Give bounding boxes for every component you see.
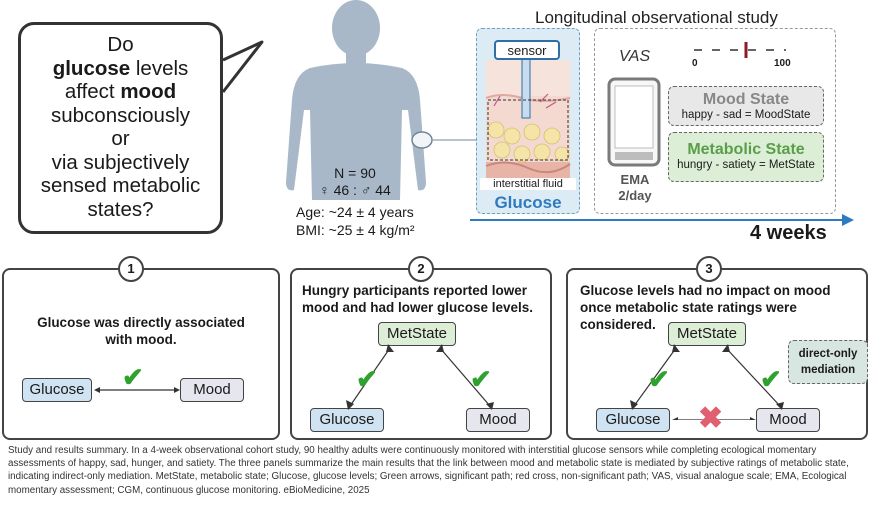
- panel-3-number: 3: [696, 256, 722, 282]
- panel-1-glucose-node: Glucose: [22, 378, 92, 402]
- question-bubble: Do glucose levels affect mood subconscio…: [18, 22, 223, 234]
- panel-3-metstate-node: MetState: [668, 322, 746, 346]
- question-line-7: sensed metabolic: [40, 174, 201, 197]
- metabolic-state-formula: hungry - satiety = MetState: [677, 159, 815, 171]
- ema-label: EMA 2/day: [610, 172, 660, 204]
- check-icon: ✔: [122, 362, 144, 392]
- question-line-1: Do: [107, 33, 134, 56]
- result-panel-1: [2, 268, 280, 440]
- question-line-5: or: [111, 127, 130, 150]
- question-line-3: affect mood: [21, 80, 220, 104]
- sensor-patch-icon: [411, 131, 476, 149]
- mood-state-title: Mood State: [702, 91, 790, 108]
- panel-2-metstate-node: MetState: [378, 322, 456, 346]
- timeline-arrow-icon: [470, 214, 854, 226]
- cohort-age: Age: ~24 ± 4 years: [296, 204, 414, 220]
- question-line-2: glucose levels: [21, 57, 220, 81]
- check-icon: ✔: [648, 364, 670, 394]
- question-glucose-bold: glucose: [52, 56, 131, 80]
- question-line-6: via subjectively: [51, 150, 190, 174]
- panel-2-glucose-node: Glucose: [310, 408, 384, 432]
- person-silhouette-icon: [286, 0, 426, 200]
- metabolic-state-title: Metabolic State: [687, 141, 805, 158]
- panel-1-text: Glucose was directly associated with moo…: [37, 315, 245, 347]
- panel-2-text: Hungry participants reported lower mood …: [302, 283, 534, 315]
- panel-3-mood-node: Mood: [756, 408, 820, 432]
- panel-2-number: 2: [408, 256, 434, 282]
- panel-1-number: 1: [118, 256, 144, 282]
- study-duration: 4 weeks: [750, 222, 827, 244]
- mood-state-box: Mood State happy - sad = MoodState: [668, 86, 824, 126]
- sensor-label: sensor: [494, 40, 560, 60]
- mood-state-formula: happy - sad = MoodState: [681, 109, 811, 121]
- cross-icon: ✖: [698, 402, 724, 435]
- metabolic-state-box: Metabolic State hungry - satiety = MetSt…: [668, 132, 824, 182]
- skin-cross-section-icon: [485, 58, 571, 180]
- check-icon: ✔: [356, 364, 378, 394]
- study-title: Longitudinal observational study: [535, 8, 778, 27]
- vas-max: 100: [774, 58, 791, 69]
- panel-1-mood-node: Mood: [180, 378, 244, 402]
- panel-1-arrow: [94, 387, 180, 393]
- ema-panel: [594, 28, 836, 214]
- panel-2-arrows: [346, 344, 494, 410]
- vas-min: 0: [692, 58, 698, 69]
- question-line-4: subconsciously: [50, 103, 190, 127]
- vas-label: VAS: [619, 48, 651, 65]
- smartphone-icon: [607, 77, 661, 167]
- glucose-measure-label: Glucose: [494, 193, 562, 212]
- interstitial-fluid-label: interstitial fluid: [480, 178, 576, 190]
- check-icon: ✔: [470, 364, 492, 394]
- vas-scale-icon: [694, 42, 786, 58]
- panel-3-arrows: [630, 344, 784, 420]
- panel-3-glucose-node: Glucose: [596, 408, 670, 432]
- panel-2-mood-node: Mood: [466, 408, 530, 432]
- ema-line-2: 2/day: [618, 188, 652, 203]
- question-mood-bold: mood: [120, 80, 177, 103]
- cohort-n: N = 90: [334, 165, 376, 181]
- check-icon: ✔: [760, 364, 782, 394]
- question-line-8: states?: [87, 197, 154, 221]
- cohort-sex: ♀ 46 : ♂ 44: [319, 182, 391, 198]
- direct-only-mediation-badge: direct-only mediation: [788, 340, 868, 384]
- ema-line-1: EMA: [620, 172, 650, 187]
- cohort-bmi: BMI: ~25 ± 4 kg/m²: [296, 222, 415, 238]
- panel-3-text: Glucose levels had no impact on mood onc…: [580, 283, 831, 332]
- question-line-2-rest: levels: [130, 56, 189, 80]
- speech-bubble-icon: [221, 40, 264, 93]
- question-line-3-pre: affect: [64, 80, 121, 103]
- figure-caption: Study and results summary. In a 4-week o…: [8, 445, 849, 496]
